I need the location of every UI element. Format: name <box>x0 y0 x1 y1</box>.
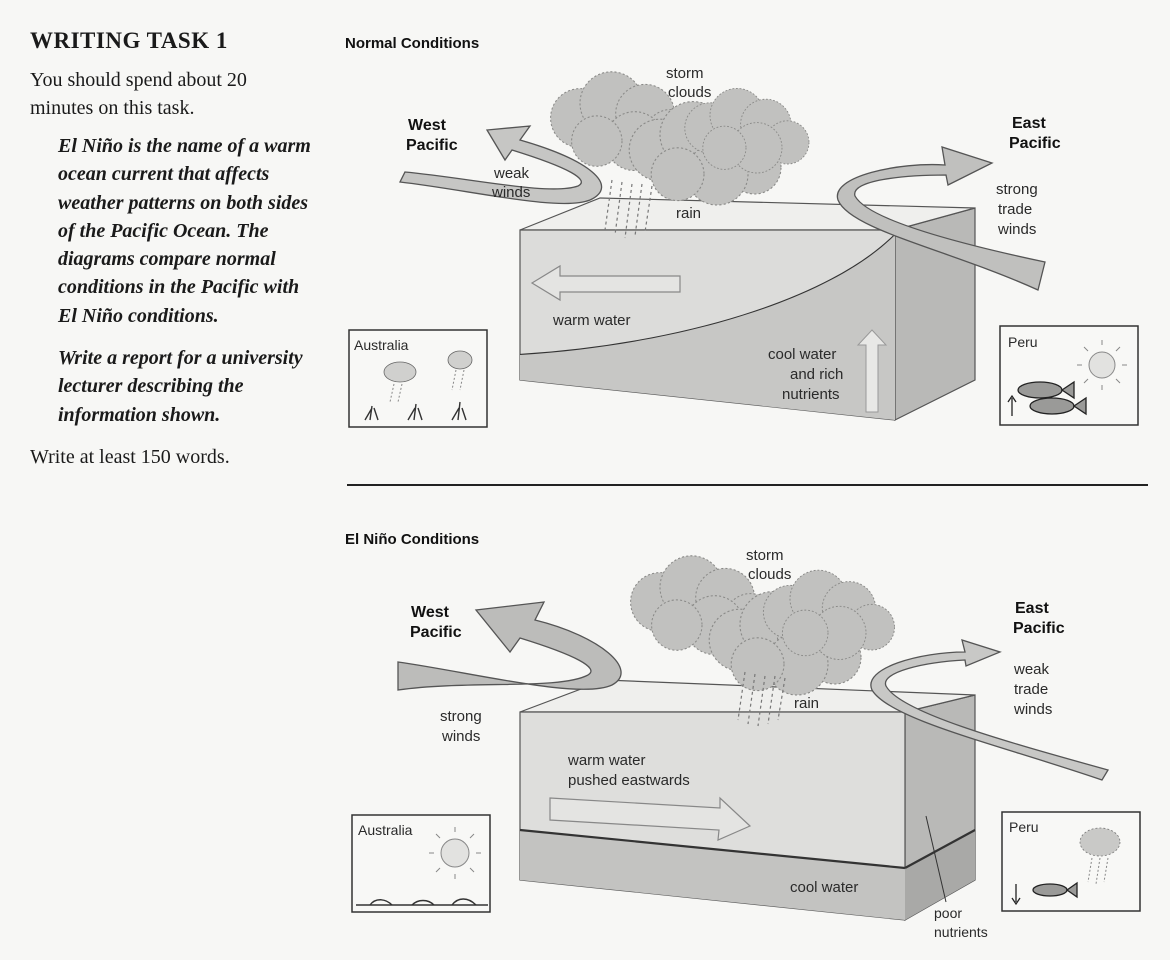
normal-west-wind-arrow-icon <box>399 125 603 205</box>
normal-trade-label-2: trade <box>998 201 1032 218</box>
elnino-warm-label-2: pushed eastwards <box>568 772 690 789</box>
normal-east-label-2: Pacific <box>1009 135 1061 152</box>
normal-cool-water <box>520 235 895 420</box>
elnino-sun-icon <box>429 827 481 879</box>
elnino-poor-label-1: poor <box>934 905 962 921</box>
normal-sun-icon <box>1077 340 1127 390</box>
normal-winds-label-1: weak <box>493 165 530 182</box>
normal-warm-water-arrow <box>530 264 681 302</box>
elnino-trade-label-3: winds <box>1013 701 1052 718</box>
elnino-peru-storm-cloud-icon <box>1079 827 1121 857</box>
normal-winds-label-2: winds <box>491 184 530 201</box>
elnino-west-label-2: Pacific <box>410 624 462 641</box>
elnino-rain-label: rain <box>794 695 819 712</box>
elnino-heading: El Niño Conditions <box>345 531 479 548</box>
normal-cool-label-1: cool water <box>768 346 836 363</box>
task-prompt-description: El Niño is the name of a warm ocean curr… <box>58 135 311 327</box>
normal-trade-label-1: strong <box>996 181 1038 198</box>
elnino-poor-label-2: nutrients <box>934 924 988 940</box>
elnino-east-wind-arrow-icon <box>870 639 1109 781</box>
normal-west-label-2: Pacific <box>406 137 458 154</box>
elnino-down-arrow-icon <box>1011 884 1021 906</box>
normal-east-wind-arrow-icon <box>836 146 1046 291</box>
normal-peru-inset: Peru <box>999 325 1139 426</box>
task-title: WRITING TASK 1 <box>30 28 228 53</box>
normal-cool-label-2: and rich <box>790 366 843 383</box>
elnino-cool-layer <box>520 830 905 920</box>
normal-australia-label: Australia <box>354 337 409 353</box>
normal-rain-label: rain <box>676 205 701 222</box>
normal-warm-water-label: warm water <box>552 312 631 329</box>
normal-west-label-1: West <box>408 117 447 134</box>
elnino-rain-icon <box>737 671 786 727</box>
normal-peru-label: Peru <box>1008 334 1038 350</box>
normal-fish-icon <box>1017 380 1087 416</box>
normal-australia-rain-cloud-icon <box>383 350 473 383</box>
elnino-peru-label: Peru <box>1009 819 1039 835</box>
elnino-storm-label-2: clouds <box>748 566 791 583</box>
normal-storm-label-2: clouds <box>668 84 711 101</box>
elnino-trade-label-2: trade <box>1014 681 1048 698</box>
elnino-winds-label-1: strong <box>440 708 482 725</box>
elnino-fish-icon <box>1032 881 1078 899</box>
elnino-winds-label-2: winds <box>441 728 480 745</box>
elnino-west-label-1: West <box>411 604 450 621</box>
task-word-count: Write at least 150 words. <box>30 445 230 468</box>
normal-trade-label-3: winds <box>997 221 1036 238</box>
task-time: You should spend about 20 minutes on thi… <box>30 69 247 119</box>
writing-task-panel: WRITING TASK 1 You should spend about 20… <box>30 28 315 471</box>
el-nino-conditions-diagram: El Niño Conditions West Pacific <box>345 531 1141 940</box>
elnino-cool-label: cool water <box>790 879 858 896</box>
normal-conditions-diagram: Normal Conditions West Pacific <box>345 35 1139 428</box>
elnino-poor-nutrients-pointer <box>925 815 947 903</box>
elnino-australia-inset: Australia <box>351 814 491 913</box>
normal-rain-icon <box>604 179 653 239</box>
elnino-trade-label-1: weak <box>1013 661 1050 678</box>
elnino-dry-plant-icon <box>356 898 488 906</box>
elnino-peru-rain-icon <box>1087 857 1109 885</box>
elnino-storm-label-1: storm <box>746 547 784 564</box>
normal-australia-inset: Australia <box>348 329 488 428</box>
elnino-warm-label-1: warm water <box>567 752 646 769</box>
elnino-thermocline-right <box>904 829 976 869</box>
normal-up-arrow-icon <box>1007 394 1017 416</box>
normal-upwelling-arrow <box>856 329 888 413</box>
elnino-east-label-1: East <box>1015 600 1049 617</box>
normal-cool-label-3: nutrients <box>782 386 840 403</box>
normal-storm-label-1: storm <box>666 65 704 82</box>
normal-australia-rain-icon <box>389 369 465 403</box>
normal-heading: Normal Conditions <box>345 35 479 52</box>
elnino-west-wind-arrow-icon <box>397 601 622 691</box>
elnino-warm-water-arrow <box>549 796 752 841</box>
normal-plant-icon <box>364 401 467 421</box>
task-prompt-instruction: Write a report for a university lecturer… <box>58 347 303 426</box>
normal-thermocline <box>519 234 896 357</box>
elnino-peru-inset: Peru <box>1001 811 1141 912</box>
elnino-australia-label: Australia <box>358 822 413 838</box>
elnino-east-label-2: Pacific <box>1013 620 1065 637</box>
elnino-thermocline <box>519 828 906 870</box>
normal-east-label-1: East <box>1012 115 1046 132</box>
